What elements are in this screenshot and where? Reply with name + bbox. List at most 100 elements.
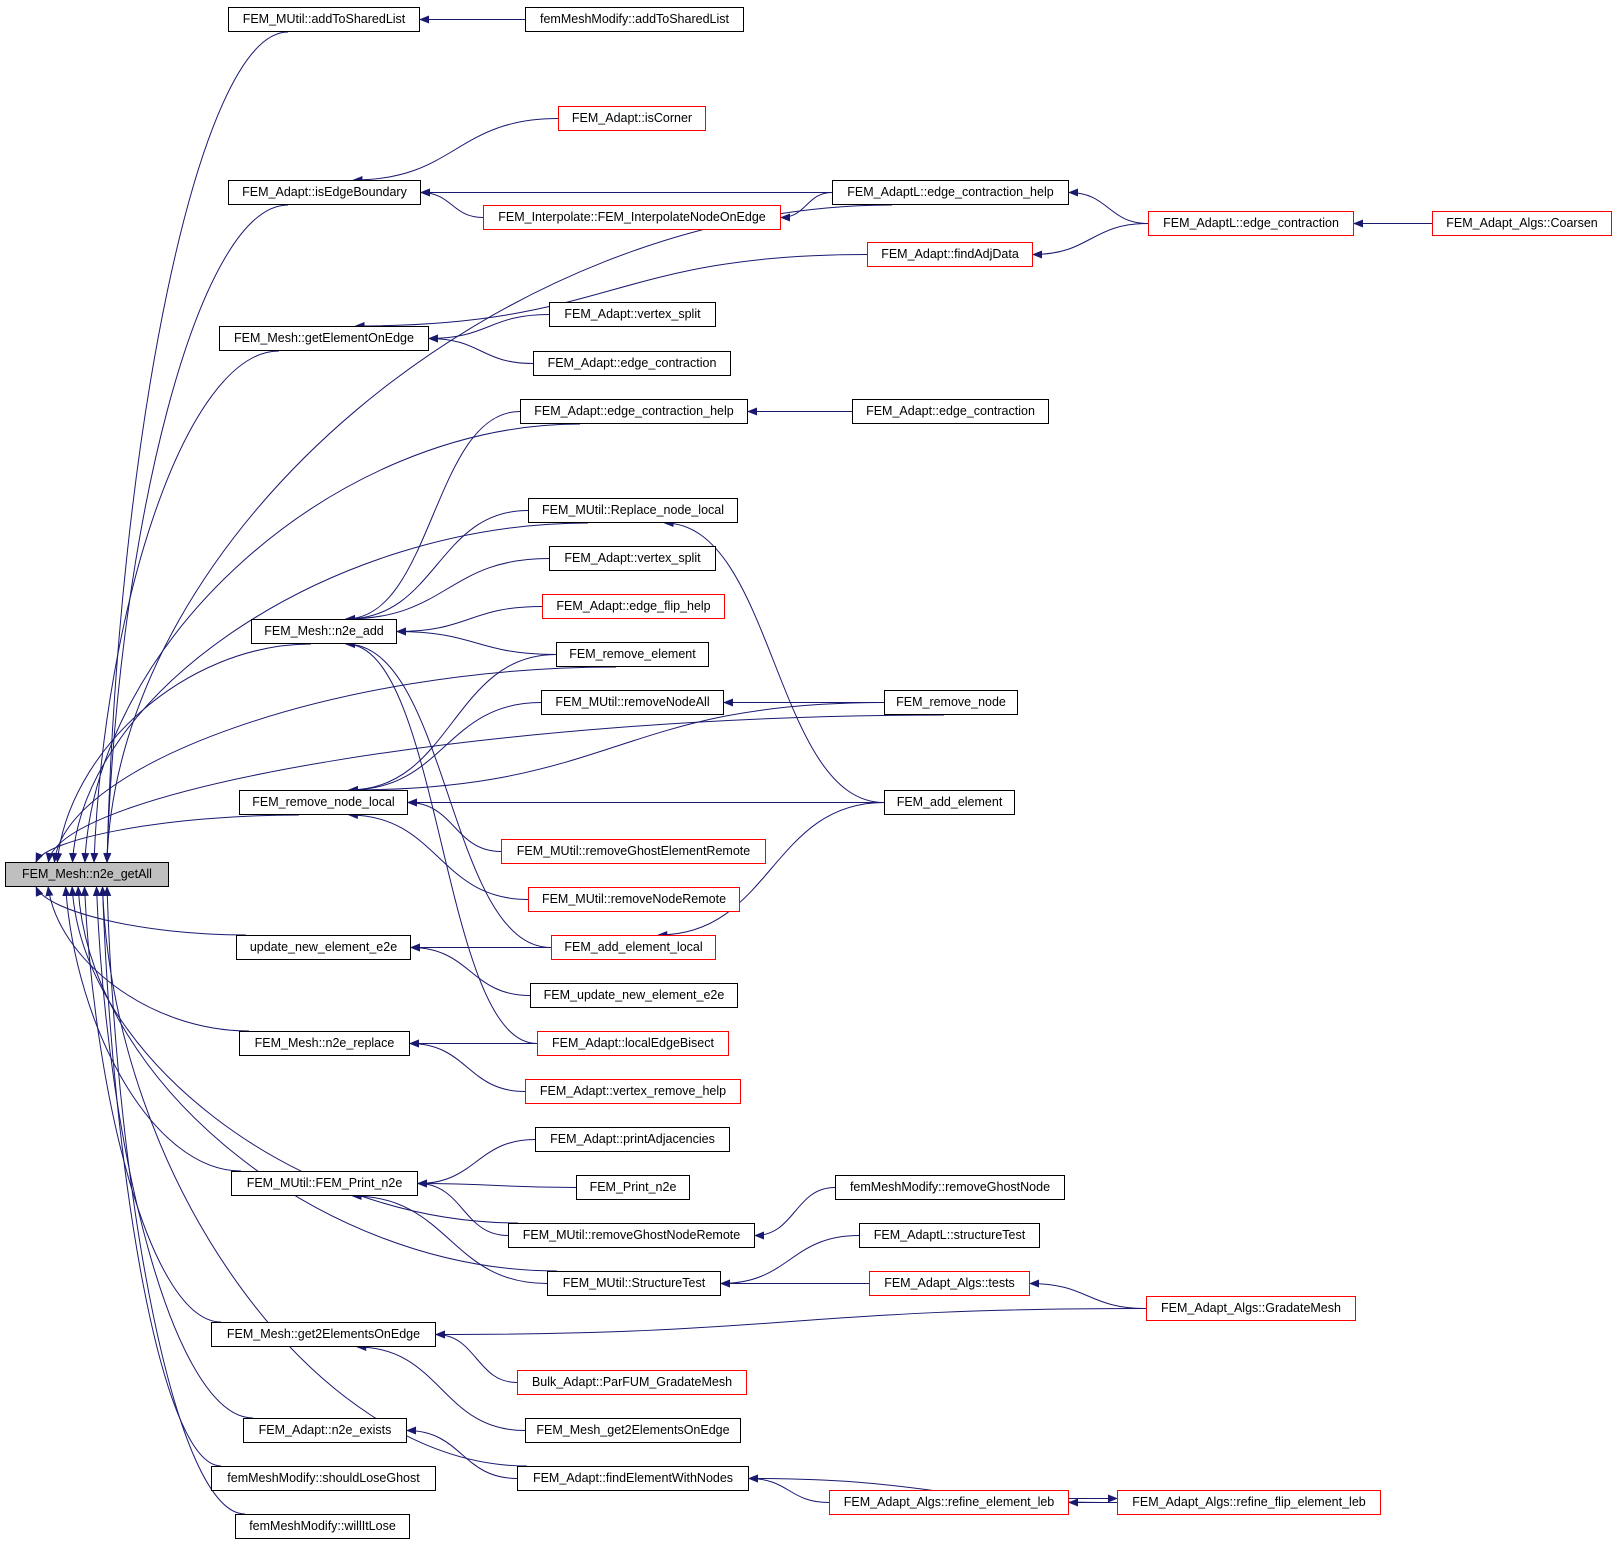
graph-node-remove-elem[interactable]: FEM_remove_element <box>556 642 709 667</box>
graph-node-interp-node[interactable]: FEM_Interpolate::FEM_InterpolateNodeOnEd… <box>483 205 781 230</box>
graph-node-struct-test[interactable]: FEM_MUtil::StructureTest <box>547 1271 721 1296</box>
graph-node-replace-node[interactable]: FEM_MUtil::Replace_node_local <box>528 498 738 523</box>
graph-node-n2e-add[interactable]: FEM_Mesh::n2e_add <box>251 619 397 644</box>
edge-rmGhostElemRemote-to-removeNodeLocal <box>407 798 502 852</box>
graph-node-is-edge-boundary[interactable]: FEM_Adapt::isEdgeBoundary <box>228 180 421 205</box>
edge-adaptL_ec-to-findAdj <box>1032 223 1149 259</box>
edge-removeNodeAll-to-removeNodeLocal <box>347 702 542 794</box>
graph-node-ec2[interactable]: FEM_Adapt::edge_contraction <box>852 399 1049 424</box>
graph-node-bulk-gradate[interactable]: Bulk_Adapt::ParFUM_GradateMesh <box>517 1370 747 1395</box>
graph-node-add-elem-local[interactable]: FEM_add_element_local <box>551 935 716 960</box>
graph-node-n2e-exists[interactable]: FEM_Adapt::n2e_exists <box>243 1418 407 1443</box>
edge-mutil_addShared-to-root <box>103 31 289 863</box>
edge-femUpdE2e-to-updE2e <box>410 943 531 996</box>
edge-isCorner-to-isEdgeBoundary <box>352 118 559 184</box>
edge-printAdj-to-mutilPrint <box>417 1139 536 1188</box>
graph-node-get2-elem[interactable]: FEM_Mesh::get2ElementsOnEdge <box>211 1322 436 1347</box>
edge-vRemoveHelp-to-n2eReplace <box>409 1039 526 1092</box>
graph-node-vsplit1[interactable]: FEM_Adapt::vertex_split <box>549 302 716 327</box>
graph-node-algs-tests[interactable]: FEM_Adapt_Algs::tests <box>869 1271 1030 1296</box>
edge-structTest-to-root <box>74 886 558 1272</box>
edge-findElemNodes-to-root <box>98 886 528 1467</box>
graph-node-rm-node-remote[interactable]: FEM_MUtil::removeNodeRemote <box>528 887 740 912</box>
graph-node-rm-ghost-elem-remote[interactable]: FEM_MUtil::removeGhostElementRemote <box>501 839 766 864</box>
graph-node-flip-help[interactable]: FEM_Adapt::edge_flip_help <box>542 594 725 619</box>
graph-node-coarsen[interactable]: FEM_Adapt_Algs::Coarsen <box>1432 211 1612 236</box>
graph-node-fmm-rm-ghost-node[interactable]: femMeshModify::removeGhostNode <box>835 1175 1065 1200</box>
graph-node-will-it-lose[interactable]: femMeshModify::willItLose <box>235 1514 410 1539</box>
edge-localEdgeBisect-to-n2eAdd <box>344 640 538 1044</box>
graph-node-adapt-l-ec[interactable]: FEM_AdaptL::edge_contraction <box>1148 211 1354 236</box>
graph-node-remove-node[interactable]: FEM_remove_node <box>884 690 1018 715</box>
edge-gradateMesh-to-get2Elem <box>435 1308 1147 1339</box>
graph-node-vsplit2[interactable]: FEM_Adapt::vertex_split <box>549 546 716 571</box>
graph-node-gradate-mesh[interactable]: FEM_Adapt_Algs::GradateMesh <box>1146 1296 1356 1321</box>
edge-n2eReplace-to-root <box>45 886 250 1032</box>
edge-removeNodeLocal-to-root <box>35 814 300 863</box>
graph-node-should-lose-ghost[interactable]: femMeshModify::shouldLoseGhost <box>211 1466 436 1491</box>
edge-getElemOnEdge-to-root <box>90 350 280 863</box>
graph-node-adapt-l-ech[interactable]: FEM_AdaptL::edge_contraction_help <box>832 180 1069 205</box>
edge-adaptL_ec-to-adaptL_ech <box>1068 188 1149 224</box>
edge-ech-to-n2eAdd <box>344 411 521 623</box>
edge-rmGhostNodeRemote-to-root <box>68 886 519 1224</box>
graph-node-get-elem-on-edge[interactable]: FEM_Mesh::getElementOnEdge <box>219 326 429 351</box>
graph-node-print-adj[interactable]: FEM_Adapt::printAdjacencies <box>535 1127 730 1152</box>
graph-node-find-elem-nodes[interactable]: FEM_Adapt::findElementWithNodes <box>517 1466 749 1491</box>
graph-node-ec1[interactable]: FEM_Adapt::edge_contraction <box>533 351 731 376</box>
edge-removeNode-to-root <box>45 714 945 863</box>
graph-node-local-edge-bisect[interactable]: FEM_Adapt::localEdgeBisect <box>537 1031 729 1056</box>
edge-removeNode-to-removeNodeLocal <box>347 702 885 794</box>
edge-refineLeb-to-findElemNodes <box>748 1474 830 1503</box>
edge-willItLose-to-root <box>103 886 246 1515</box>
edge-replaceNode-to-root <box>69 522 589 863</box>
graph-node-upd-e2e[interactable]: update_new_element_e2e <box>236 935 411 960</box>
graph-node-root[interactable]: FEM_Mesh::n2e_getAll <box>5 862 169 887</box>
edge-interpNode-to-isEdgeBoundary <box>420 188 484 218</box>
edge-removeElem-to-root <box>51 666 617 863</box>
edge-removeElem-to-removeNodeLocal <box>347 654 557 794</box>
graph-node-remove-node-local[interactable]: FEM_remove_node_local <box>239 790 408 815</box>
edge-flipHelp-to-n2eAdd <box>396 606 543 636</box>
edge-mutilPrint-to-root <box>62 886 242 1172</box>
graph-node-adapt-l-struct-test[interactable]: FEM_AdaptL::structureTest <box>859 1223 1040 1248</box>
graph-node-mutil-add-shared[interactable]: FEM_MUtil::addToSharedList <box>228 7 420 32</box>
edge-bulkGradate-to-get2Elem <box>435 1330 518 1383</box>
edge-replaceNode-to-n2eAdd <box>344 510 529 623</box>
edge-addElem-to-replaceNode <box>663 519 885 803</box>
graph-node-find-adj[interactable]: FEM_Adapt::findAdjData <box>867 242 1033 267</box>
edge-findAdj-to-getElemOnEdge <box>354 254 868 330</box>
edge-shouldLoseGhost-to-root <box>98 886 222 1467</box>
edge-updE2e-to-root <box>35 886 247 936</box>
graph-node-fem-upd-e2e[interactable]: FEM_update_new_element_e2e <box>530 983 738 1008</box>
graph-node-remove-node-all[interactable]: FEM_MUtil::removeNodeAll <box>541 690 724 715</box>
edge-rmGhostNodeRemote-to-mutilPrint <box>417 1179 509 1236</box>
graph-node-n2e-replace[interactable]: FEM_Mesh::n2e_replace <box>239 1031 410 1056</box>
edge-gradateMesh-to-algsTests <box>1029 1279 1147 1309</box>
edge-fmmRmGhostNode-to-rmGhostNodeRemote <box>754 1187 836 1240</box>
graph-node-v-remove-help[interactable]: FEM_Adapt::vertex_remove_help <box>525 1079 741 1104</box>
edge-addElem-to-addElemLocal <box>657 802 885 939</box>
edge-vsplit2-to-n2eAdd <box>344 558 550 623</box>
graph-node-fmm-add-shared[interactable]: femMeshModify::addToSharedList <box>525 7 744 32</box>
graph-node-is-corner[interactable]: FEM_Adapt::isCorner <box>558 106 706 131</box>
edge-ec1-to-getElemOnEdge <box>428 334 534 364</box>
graph-node-fem-print[interactable]: FEM_Print_n2e <box>576 1175 690 1200</box>
graph-node-ech[interactable]: FEM_Adapt::edge_contraction_help <box>520 399 748 424</box>
graph-node-rm-ghost-node-remote[interactable]: FEM_MUtil::removeGhostNodeRemote <box>508 1223 755 1248</box>
graph-node-mutil-print[interactable]: FEM_MUtil::FEM_Print_n2e <box>231 1171 418 1196</box>
edge-adaptL_ech-to-root <box>103 204 893 863</box>
edge-n2eAdd-to-root <box>54 643 312 863</box>
edge-adaptL_ech-to-interpNode <box>780 192 833 222</box>
graph-node-refine-flip-leb[interactable]: FEM_Adapt_Algs::refine_flip_element_leb <box>1117 1490 1381 1515</box>
edge-vsplit1-to-getElemOnEdge <box>428 314 550 343</box>
edge-femGet2Elem-to-get2Elem <box>356 1343 526 1431</box>
edge-femPrint-to-mutilPrint <box>417 1179 577 1188</box>
edge-addElemLocal-to-n2eAdd <box>344 640 552 948</box>
edge-adaptLStructTest-to-structTest <box>720 1235 860 1288</box>
graph-node-add-elem[interactable]: FEM_add_element <box>884 790 1015 815</box>
graph-node-fem-get2-elem[interactable]: FEM_Mesh_get2ElementsOnEdge <box>525 1418 741 1443</box>
graph-node-refine-leb[interactable]: FEM_Adapt_Algs::refine_element_leb <box>829 1490 1069 1515</box>
edge-structTest-to-mutilPrint <box>351 1192 548 1284</box>
